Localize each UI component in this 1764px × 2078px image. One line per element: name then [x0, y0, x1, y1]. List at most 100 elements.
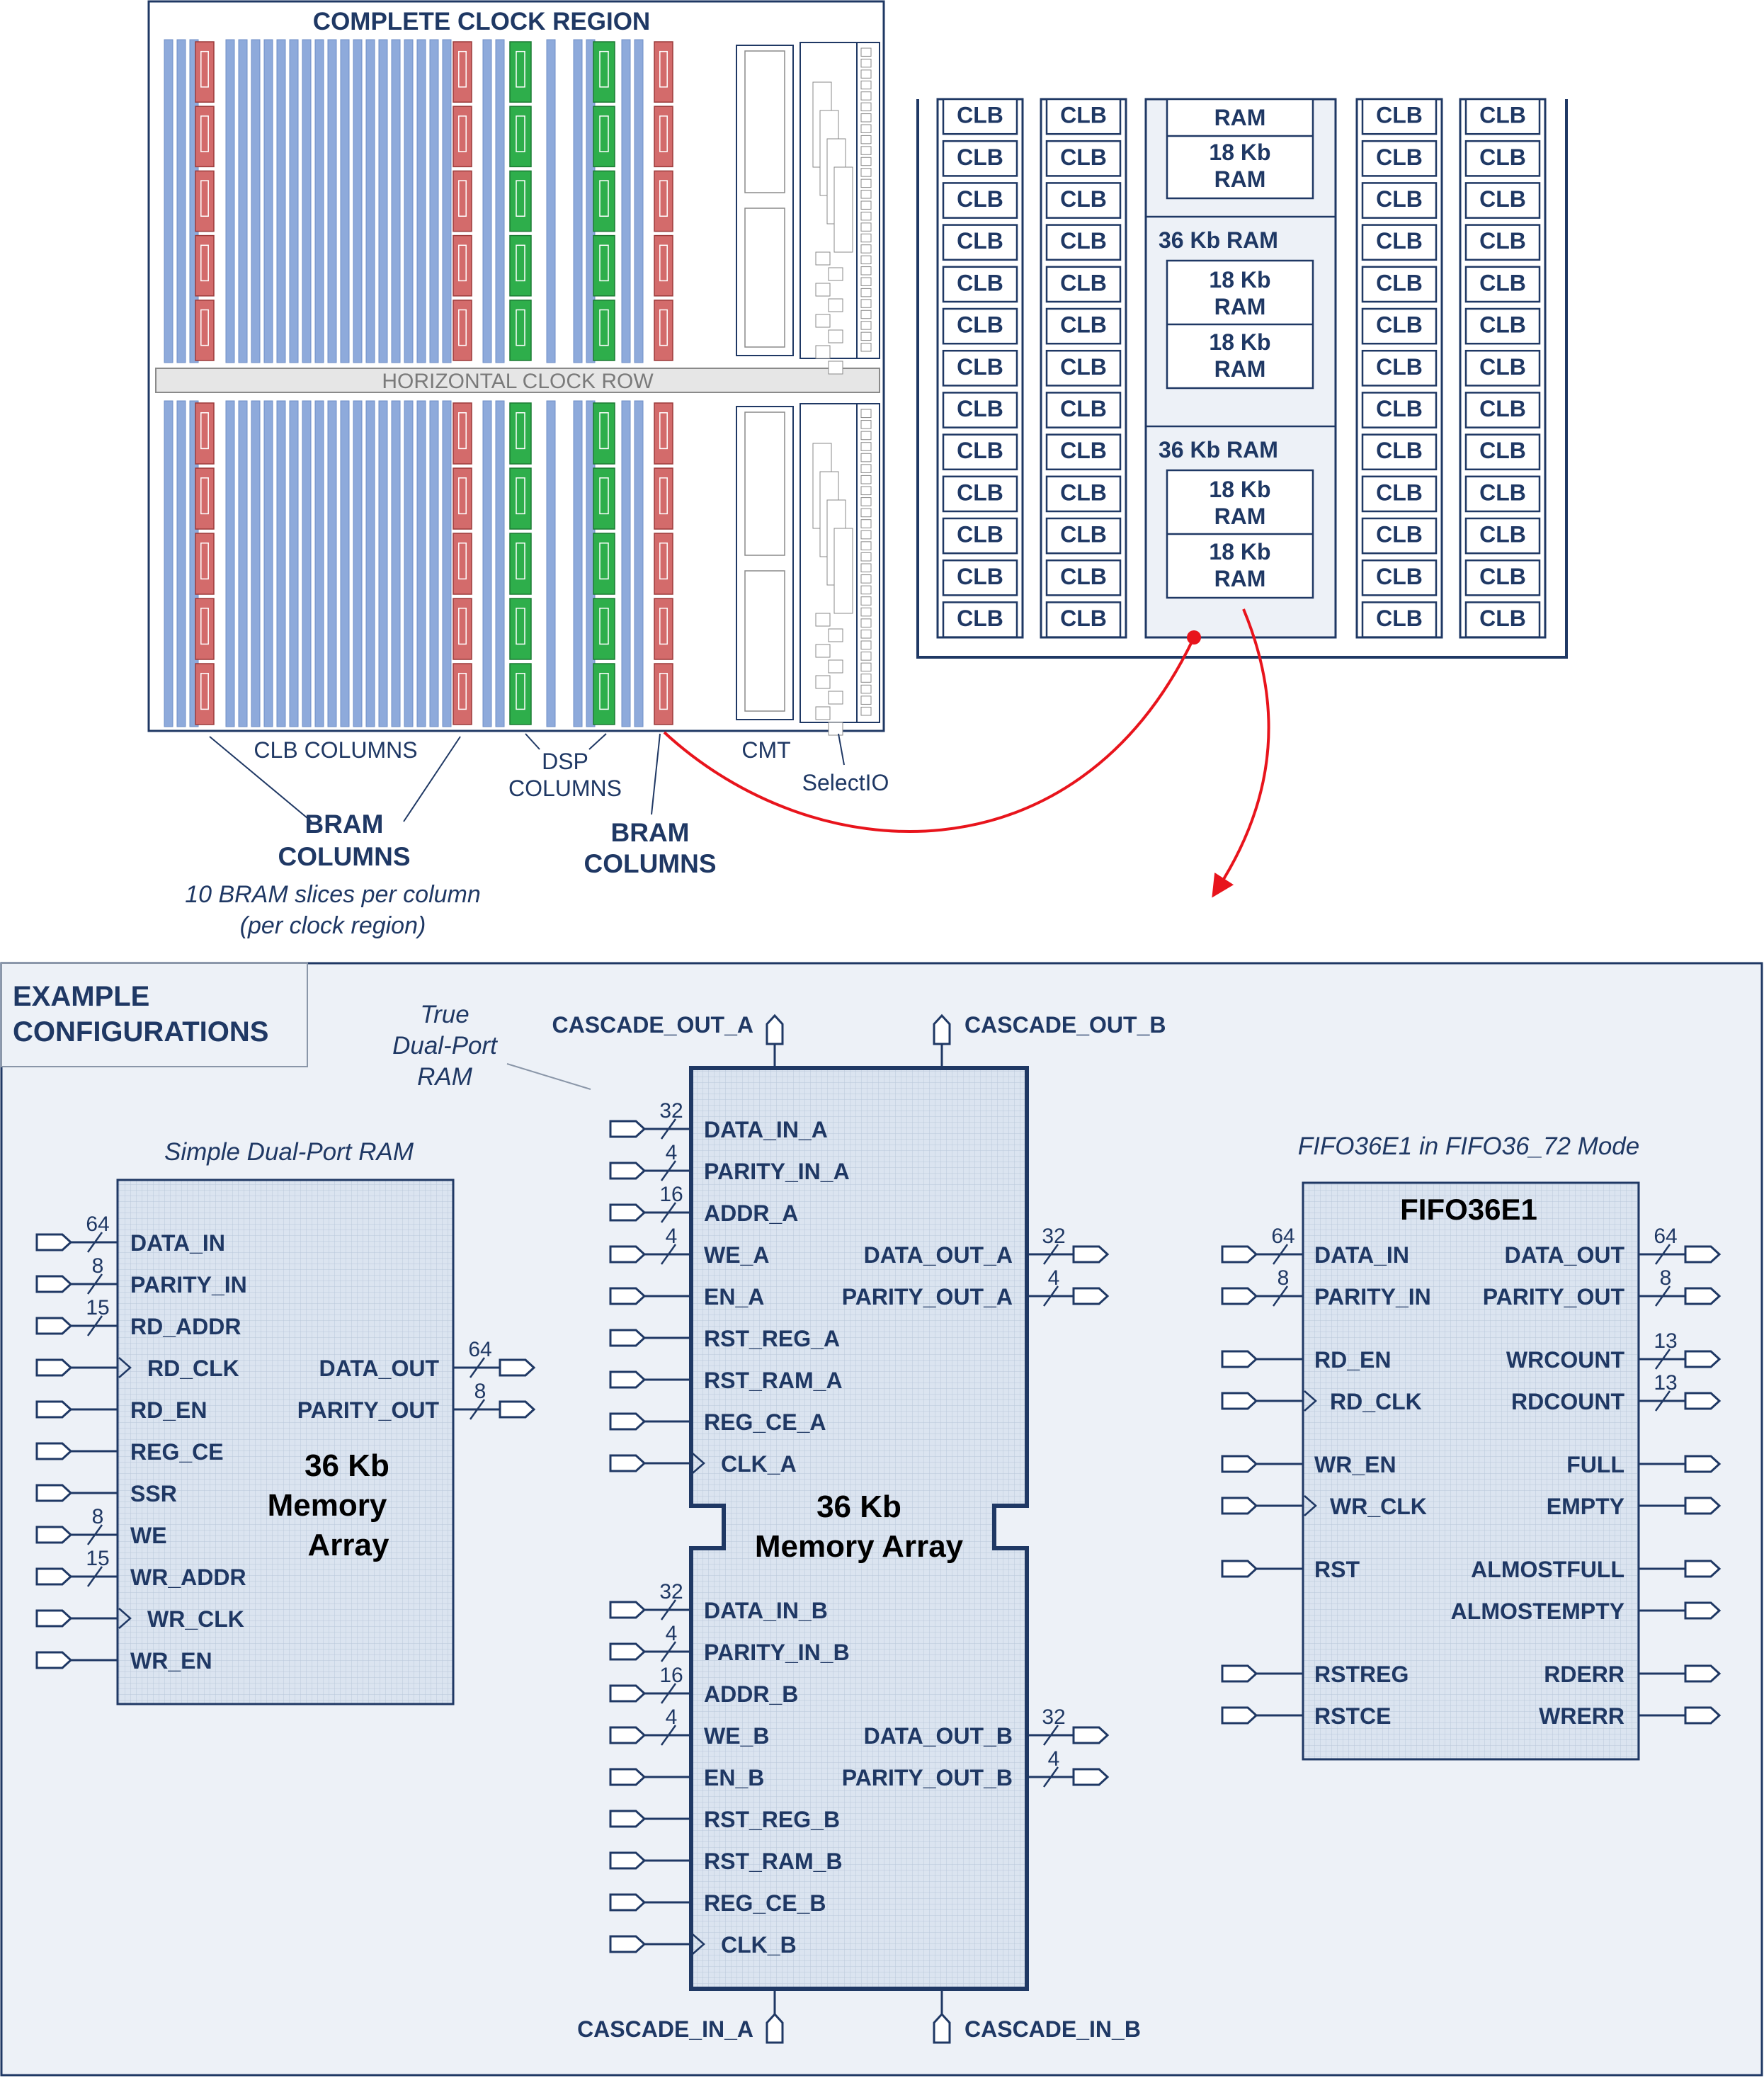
io-pad: [860, 222, 872, 232]
io-pad: [860, 47, 872, 57]
clb-tile: [1361, 433, 1438, 471]
slice-detail: [516, 115, 525, 152]
clb-column: [340, 39, 350, 363]
dsp-slice: [509, 467, 532, 530]
bram-column-zoom: CLBCLBCLBCLBCLBCLBCLBCLBCLBCLBCLBCLBCLBC…: [916, 98, 1568, 659]
output-pin-arrow: [1684, 1287, 1722, 1305]
input-pin-arrow: [609, 1810, 647, 1828]
bram-slice: [453, 170, 472, 232]
io-serdes: [815, 345, 831, 359]
bus-width-label: 8: [1278, 1266, 1290, 1290]
io-pad: [860, 684, 872, 694]
output-pin-arrow: [1684, 1601, 1722, 1620]
dsp-slice: [593, 170, 615, 232]
slice-detail: [200, 477, 209, 515]
clb-column: [289, 400, 299, 727]
bus-slash: [86, 1273, 103, 1295]
output-pin-arrow: [1072, 1726, 1110, 1744]
tdp-input-label-a: DATA_IN_A: [704, 1117, 828, 1142]
bus-slash: [86, 1524, 103, 1545]
sdp-core-label-3: Array: [308, 1528, 389, 1562]
clb-label: CLB: [1060, 312, 1107, 338]
tdp-output-label-b: DATA_OUT_B: [864, 1723, 1013, 1749]
clb-tile: [1464, 140, 1541, 177]
clb-label: CLB: [1060, 479, 1107, 505]
tdp-input-label-b: EN_B: [704, 1765, 764, 1790]
io-serdes: [828, 659, 843, 674]
dsp-slice: [593, 533, 615, 595]
clb-column: [353, 400, 363, 727]
clb-label: CLB: [1060, 396, 1107, 421]
clb-label: CLB: [1060, 228, 1107, 254]
io-pad: [860, 146, 872, 155]
output-pin-arrow: [1684, 1392, 1722, 1410]
io-pad: [860, 442, 872, 451]
fifo-output-label: EMPTY: [1547, 1494, 1624, 1519]
slice-detail: [516, 412, 525, 450]
fifo-output-label: RDCOUNT: [1511, 1389, 1624, 1414]
dsp-slice: [509, 300, 532, 361]
fifo-output-label: DATA_OUT: [1505, 1242, 1625, 1268]
fifo-output-label: ALMOSTEMPTY: [1451, 1599, 1624, 1624]
fifo-input-label: RSTCE: [1314, 1703, 1391, 1729]
sdp-output-label: PARITY_OUT: [297, 1397, 440, 1423]
slice-detail: [599, 50, 609, 88]
io-pad: [860, 124, 872, 133]
slice-detail: [599, 244, 609, 282]
dsp-slice: [509, 533, 532, 595]
bram-slice: [453, 598, 472, 660]
slice-detail: [659, 244, 668, 282]
io-pad: [860, 409, 872, 419]
io-pad: [860, 475, 872, 484]
slice-detail: [659, 50, 668, 88]
bram-columns-left-2: COLUMNS: [278, 842, 410, 871]
io-serdes: [828, 722, 843, 736]
cascade-out-a-pin: [766, 1014, 784, 1045]
clb-label: CLB: [957, 186, 1003, 212]
fifo-caption: FIFO36E1 in FIFO36_72 Mode: [1298, 1132, 1639, 1160]
io-serdes: [815, 613, 831, 627]
bram-slice: [195, 106, 215, 168]
tdp-input-label-b: PARITY_IN_B: [704, 1640, 850, 1665]
io-pad: [860, 530, 872, 540]
sdp-input-label: REG_CE: [130, 1439, 224, 1465]
input-pin-arrow: [1221, 1706, 1258, 1725]
cascade-in-a-pin: [766, 2012, 784, 2044]
output-pin-arrow: [1684, 1497, 1722, 1515]
zoom-frame: [916, 99, 1568, 659]
tdp-input-label-b: RST_RAM_B: [704, 1849, 843, 1874]
clock-input-marker: [118, 1608, 132, 1629]
slice-detail: [659, 180, 668, 217]
bus-width-label: 13: [1654, 1371, 1677, 1395]
bus-slash: [660, 1160, 677, 1181]
slice-detail: [458, 115, 467, 152]
io-pad: [860, 91, 872, 101]
clb-label: CLB: [1376, 144, 1423, 170]
clb-columns-label: CLB COLUMNS: [254, 737, 417, 763]
output-pin-arrow: [1684, 1245, 1722, 1264]
io-pad: [860, 178, 872, 188]
clb-column: [634, 39, 644, 363]
clb-tile: [1464, 392, 1541, 428]
bram-slice: [195, 663, 215, 725]
output-pin-arrow: [1072, 1287, 1110, 1305]
fifo-input-label: DATA_IN: [1314, 1242, 1409, 1268]
bram-slice: [453, 663, 472, 725]
tdp-caption-1: True: [420, 1001, 469, 1028]
fifo-input-label: RD_CLK: [1330, 1389, 1422, 1414]
io-pad: [860, 497, 872, 506]
bus-slash: [660, 1683, 677, 1704]
io-pad: [860, 255, 872, 265]
bus-slash: [1654, 1390, 1671, 1412]
input-pin-arrow: [1221, 1350, 1258, 1368]
clb-label: CLB: [1376, 186, 1423, 212]
io-pad: [860, 431, 872, 441]
input-pin-arrow: [609, 1454, 647, 1472]
selectio-label: SelectIO: [802, 770, 889, 795]
input-pin-arrow: [609, 1329, 647, 1347]
clb-column: [238, 39, 248, 363]
clb-label: CLB: [1376, 312, 1423, 338]
io-pad: [860, 343, 872, 352]
fifo-input-label: RD_EN: [1314, 1347, 1391, 1373]
